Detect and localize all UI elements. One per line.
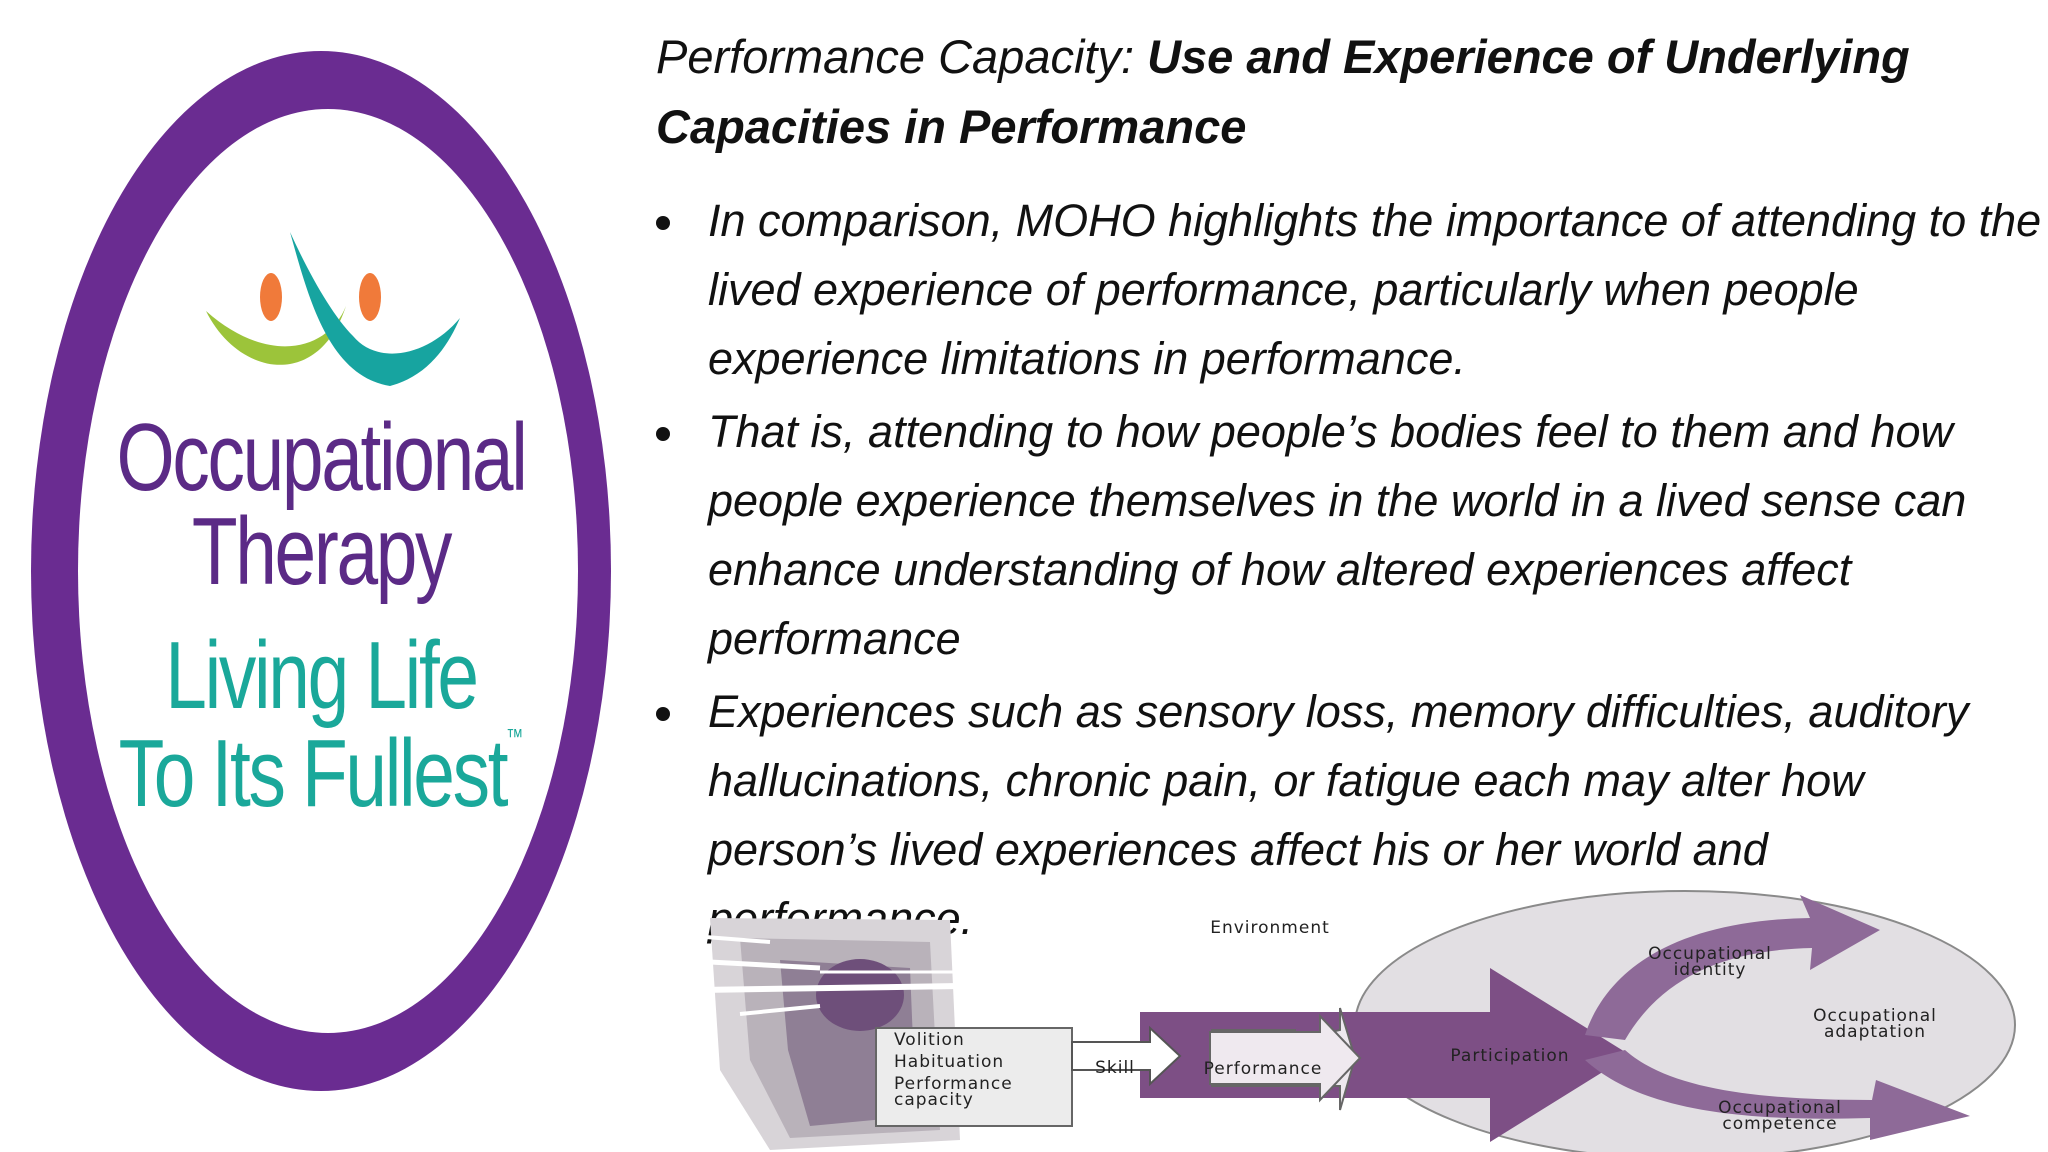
bullet-item: Experiences such as sensory loss, memory…: [648, 677, 2043, 953]
speed-line: [680, 933, 771, 944]
orange-head-left-icon: [260, 273, 282, 321]
volition-label: Volition: [894, 1030, 965, 1050]
bullet-item: In comparison, MOHO highlights the impor…: [648, 186, 2043, 393]
habituation-label: Habituation: [894, 1052, 1005, 1072]
slide-title: Performance Capacity: Use and Experience…: [656, 22, 2036, 162]
trademark-symbol: ™: [506, 724, 524, 749]
competence-arrow: [1585, 1050, 1970, 1140]
logo-line-living-life: Living Life: [165, 622, 479, 729]
title-emphasis: Use and Experience of Underlying Capacit…: [656, 30, 1910, 153]
environment-label: Environment: [1210, 918, 1330, 938]
orange-head-right-icon: [359, 273, 381, 321]
speed-line: [699, 983, 961, 993]
skill-arrow: [1071, 1025, 1182, 1087]
performance-label: Performance: [1203, 1059, 1323, 1079]
logo-line-occupational: Occupational: [116, 404, 528, 511]
person-figure: [816, 959, 904, 1031]
logo-tagline-text: To Its Fullest: [118, 720, 509, 827]
bullet-dot-icon: [656, 707, 670, 721]
identity-label: Occupational identity: [1648, 944, 1772, 980]
teal-swoosh-icon: [290, 232, 460, 386]
bullet-text: In comparison, MOHO highlights the impor…: [708, 195, 2042, 384]
bullet-dot-icon: [656, 216, 670, 230]
competence-label: Occupational competence: [1718, 1098, 1842, 1134]
bullet-dot-icon: [656, 427, 670, 441]
performance-arrow-head: [1209, 1013, 1362, 1103]
title-lead: Performance Capacity:: [656, 30, 1148, 83]
ot-logo: Occupational Therapy Living Life To Its …: [28, 46, 614, 1096]
identity-arrow: [1585, 895, 1880, 1040]
speed-line: [739, 1004, 821, 1016]
moho-diagram-graphic: [680, 890, 2016, 1152]
moho-diagram: Environment Volition Habituation Perform…: [680, 890, 2020, 1152]
bullet-item: That is, attending to how people’s bodie…: [648, 397, 2043, 673]
bullet-text: Experiences such as sensory loss, memory…: [708, 686, 1969, 944]
logo-line-to-its-fullest: To Its Fullest™: [92, 726, 549, 822]
green-swoosh-icon: [206, 306, 346, 365]
person-box: [875, 1027, 1073, 1127]
logo-line-therapy: Therapy: [191, 498, 453, 605]
performance-capacity-label: Performance capacity: [894, 1074, 1013, 1110]
logo-graphic: [31, 51, 611, 1091]
bullet-list: In comparison, MOHO highlights the impor…: [648, 186, 2043, 957]
speed-line: [709, 959, 821, 971]
bullet-text: That is, attending to how people’s bodie…: [708, 406, 1967, 664]
participation-label: Participation: [1450, 1046, 1570, 1066]
skill-label: Skill: [1095, 1058, 1135, 1078]
adaptation-label: Occupational adaptation: [1813, 1006, 1937, 1042]
logo-inner: [78, 109, 578, 1033]
participation-arrow: [1140, 968, 1630, 1142]
